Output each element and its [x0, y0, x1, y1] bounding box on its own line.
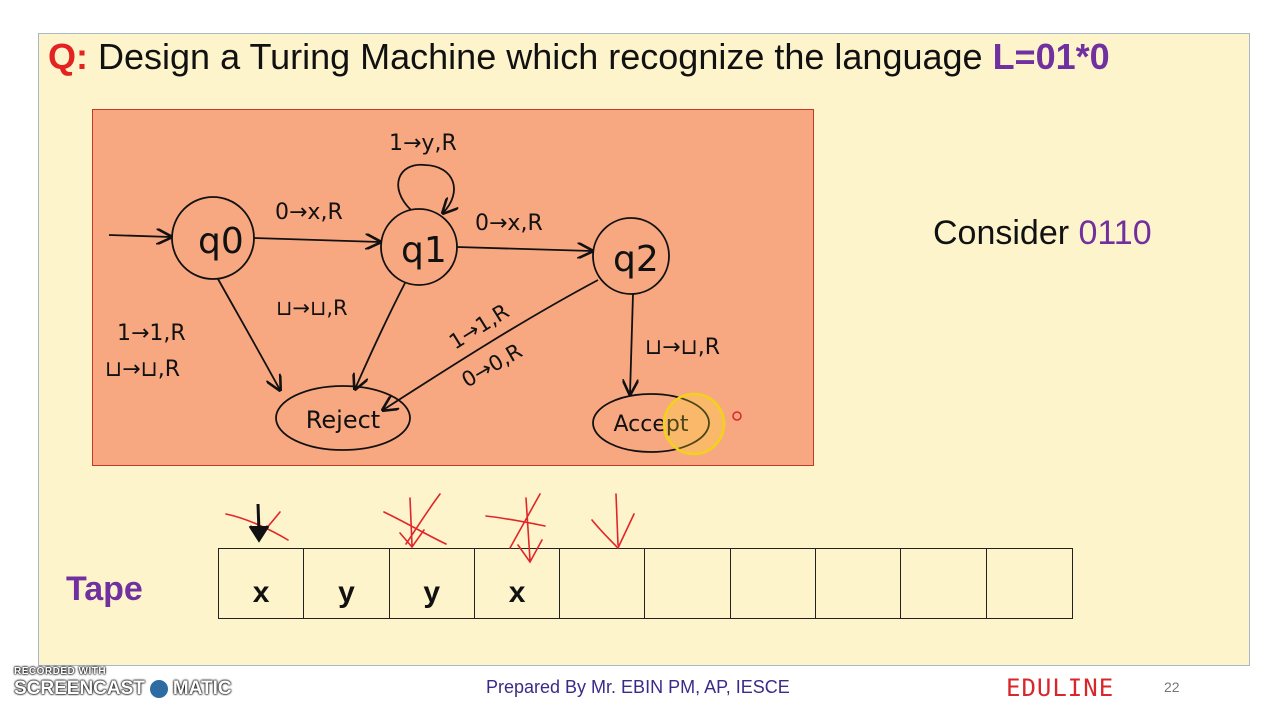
tape-cell [645, 549, 731, 618]
question-label: Q: [48, 36, 88, 77]
question-text: Design a Turing Machine which recognize … [88, 36, 993, 77]
question-title: Q: Design a Turing Machine which recogni… [48, 36, 1110, 78]
edge-q0-q1 [253, 238, 380, 242]
state-diagram-svg: q0 q1 q2 Reject Accept 1→y,R 0→x,R 0→x,R… [105, 131, 742, 456]
label-q1-q2: 0→x,R [475, 211, 543, 236]
state-q1-label: q1 [401, 230, 447, 271]
tape-cell [901, 549, 987, 618]
watermark-right: MATIC [172, 678, 232, 699]
q1-self-loop [397, 164, 454, 213]
eduline-logo: EDULINE [1006, 674, 1115, 702]
prepared-by-footer: Prepared By Mr. EBIN PM, AP, IESCE [486, 677, 790, 697]
label-q0-reject-1: 1→1,R [117, 321, 186, 346]
label-q1-reject: ⊔→⊔,R [276, 296, 348, 320]
cursor-highlight [662, 392, 726, 456]
edge-q2-reject [383, 279, 599, 410]
language-expression: L=01*0 [992, 36, 1110, 77]
label-q0-reject-2: ⊔→⊔,R [105, 357, 180, 382]
watermark-line1: RECORDED WITH [14, 666, 107, 677]
edge-q2-accept [630, 293, 633, 394]
label-q2-accept: ⊔→⊔,R [645, 335, 720, 360]
record-icon [146, 677, 171, 701]
tape-cell: x [219, 549, 305, 618]
tape-cell [987, 549, 1072, 618]
label-q0-q1: 0→x,R [275, 200, 343, 225]
label-q1-loop: 1→y,R [389, 131, 457, 156]
edge-q0-reject [217, 278, 280, 390]
state-reject-label: Reject [306, 406, 380, 434]
consider-text: Consider 0110 [933, 214, 1152, 253]
tape-cell [731, 549, 817, 618]
state-q0-circle [171, 196, 255, 280]
start-arrow [108, 235, 171, 237]
edge-q1-q2 [456, 247, 592, 251]
tape-cell: x [475, 549, 561, 618]
consider-string: 0110 [1078, 214, 1152, 252]
consider-label: Consider [933, 214, 1079, 252]
tape-cell [816, 549, 902, 618]
state-q0-label: q0 [198, 221, 244, 262]
edge-q1-reject [355, 282, 406, 389]
cursor-dot [732, 411, 742, 421]
tape-cell [560, 549, 646, 618]
page-number: 22 [1164, 679, 1180, 695]
tape-cell: y [390, 549, 475, 618]
tape-cell: y [304, 549, 390, 618]
tape-label: Tape [66, 570, 143, 608]
state-accept-label: Accept [614, 412, 689, 437]
tape: x y y x [218, 548, 1073, 619]
state-accept-ellipse [592, 393, 710, 453]
recording-watermark: RECORDED WITH SCREENCAST MATIC [14, 666, 232, 701]
state-reject-ellipse [275, 385, 411, 451]
state-q2-label: q2 [613, 239, 659, 280]
turing-machine-diagram: q0 q1 q2 Reject Accept 1→y,R 0→x,R 0→x,R… [92, 109, 814, 466]
watermark-left: SCREENCAST [14, 678, 145, 699]
